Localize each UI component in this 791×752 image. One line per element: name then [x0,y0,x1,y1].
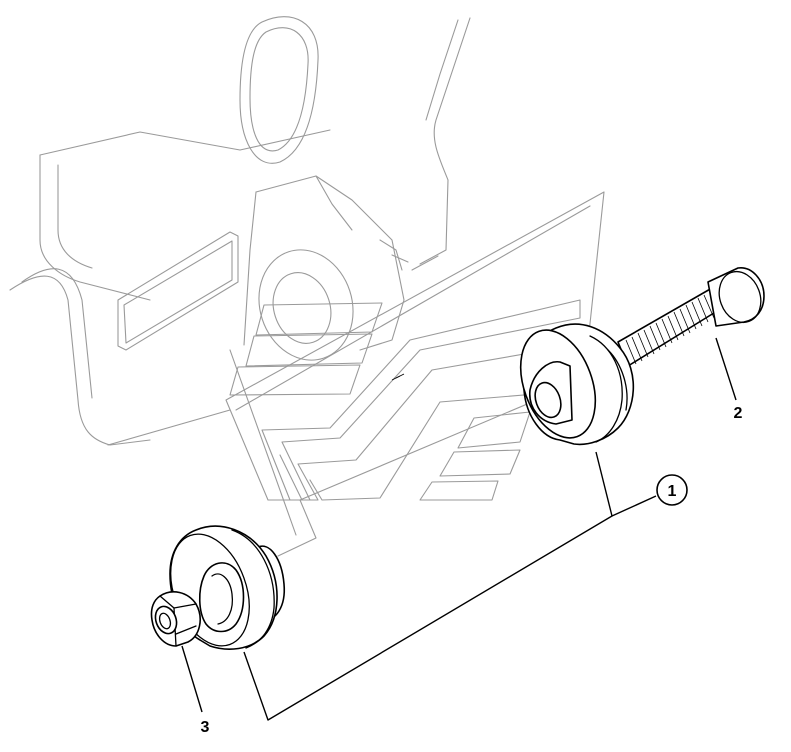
reference-panel [225,191,605,557]
upper-bushing [519,323,635,446]
bolt [617,267,765,367]
callout-1: 1 [656,474,688,506]
nut [150,591,201,647]
callout-1-label: 1 [668,483,677,500]
callout-3: 3 [201,719,210,736]
callout-2: 2 [734,405,743,422]
bolt-threads [625,294,715,365]
leader-lines [181,337,737,721]
callout-2-label: 2 [734,405,743,422]
engine-housing-outline [9,16,471,446]
callout-3-label: 3 [201,719,210,736]
